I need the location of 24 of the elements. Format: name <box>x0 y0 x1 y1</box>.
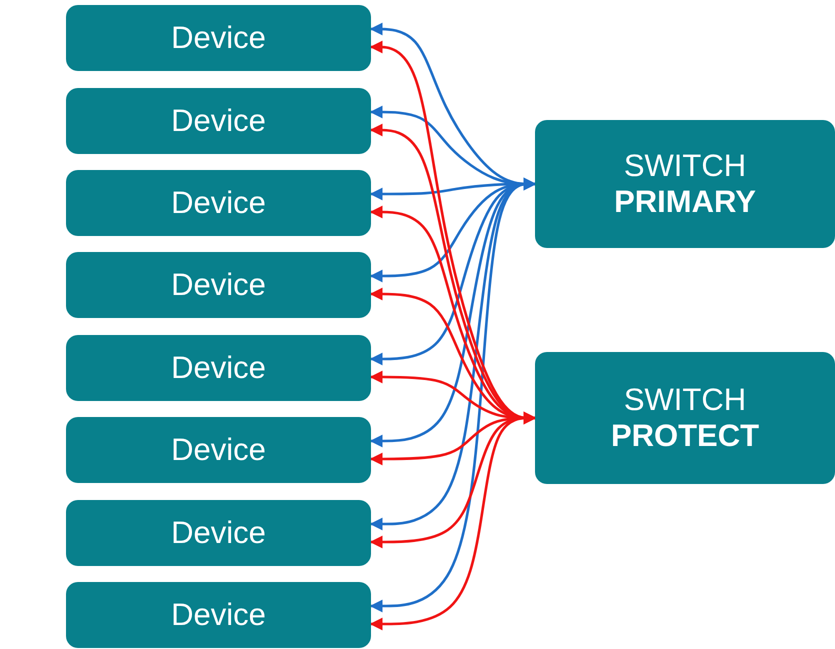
device-box <box>66 252 371 318</box>
node-label: Device <box>171 432 266 468</box>
node-label: Device <box>171 515 266 551</box>
switch-box <box>535 120 835 248</box>
node-label: SWITCH <box>624 148 746 184</box>
device-box <box>66 417 371 483</box>
device-box <box>66 170 371 236</box>
node-label: Device <box>171 185 266 221</box>
node-label: SWITCH <box>624 382 746 418</box>
node-label: Device <box>171 20 266 56</box>
device-box <box>66 5 371 71</box>
device-box <box>66 88 371 154</box>
node-label: Device <box>171 103 266 139</box>
device-box <box>66 500 371 566</box>
node-label: Device <box>171 350 266 386</box>
node-sublabel: PRIMARY <box>614 184 756 220</box>
node-label: Device <box>171 597 266 633</box>
switch-box <box>535 352 835 484</box>
device-box <box>66 582 371 648</box>
arrow <box>370 178 536 612</box>
arrow <box>370 412 536 630</box>
node-label: Device <box>171 267 266 303</box>
node-sublabel: PROTECT <box>610 418 760 454</box>
device-box <box>66 335 371 401</box>
